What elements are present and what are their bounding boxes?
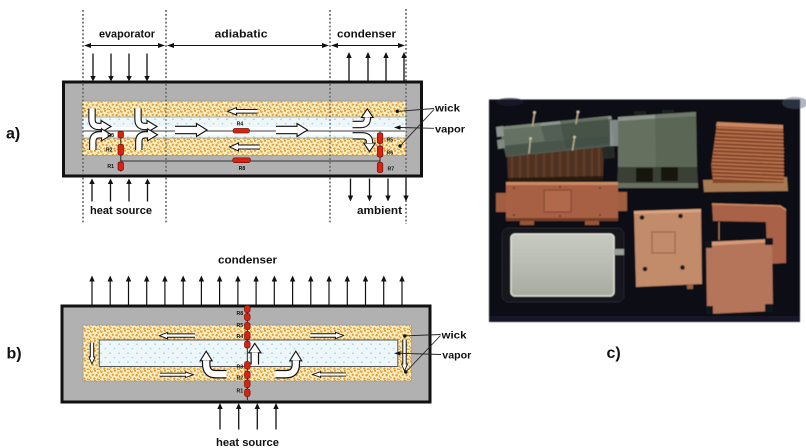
svg-text:adiabatic: adiabatic xyxy=(215,29,268,41)
svg-text:heat source: heat source xyxy=(216,437,279,448)
svg-text:c): c) xyxy=(607,345,621,362)
svg-text:b): b) xyxy=(7,346,22,363)
svg-text:evaporator: evaporator xyxy=(99,29,156,41)
svg-text:R3: R3 xyxy=(107,133,114,139)
svg-text:wick: wick xyxy=(434,104,461,115)
svg-text:condenser: condenser xyxy=(218,255,278,267)
svg-text:R2: R2 xyxy=(237,376,244,382)
svg-text:condenser: condenser xyxy=(337,29,397,41)
svg-text:R6: R6 xyxy=(387,151,394,157)
svg-text:R1: R1 xyxy=(107,164,114,170)
svg-text:R8: R8 xyxy=(239,166,246,172)
svg-text:R2: R2 xyxy=(106,148,113,154)
svg-text:R4: R4 xyxy=(237,334,244,340)
svg-text:R8: R8 xyxy=(237,311,244,317)
svg-text:R3: R3 xyxy=(237,365,244,371)
svg-text:R4: R4 xyxy=(237,122,244,128)
svg-text:a): a) xyxy=(6,126,20,143)
svg-text:R7: R7 xyxy=(388,167,395,173)
svg-text:heat source: heat source xyxy=(90,205,152,217)
svg-text:R5: R5 xyxy=(237,323,244,329)
svg-text:vapor: vapor xyxy=(442,351,471,362)
svg-text:vapor: vapor xyxy=(435,124,465,135)
svg-text:R5: R5 xyxy=(387,138,394,144)
svg-text:ambient: ambient xyxy=(357,205,402,217)
svg-text:R1: R1 xyxy=(237,389,244,395)
svg-text:wick: wick xyxy=(440,331,467,342)
